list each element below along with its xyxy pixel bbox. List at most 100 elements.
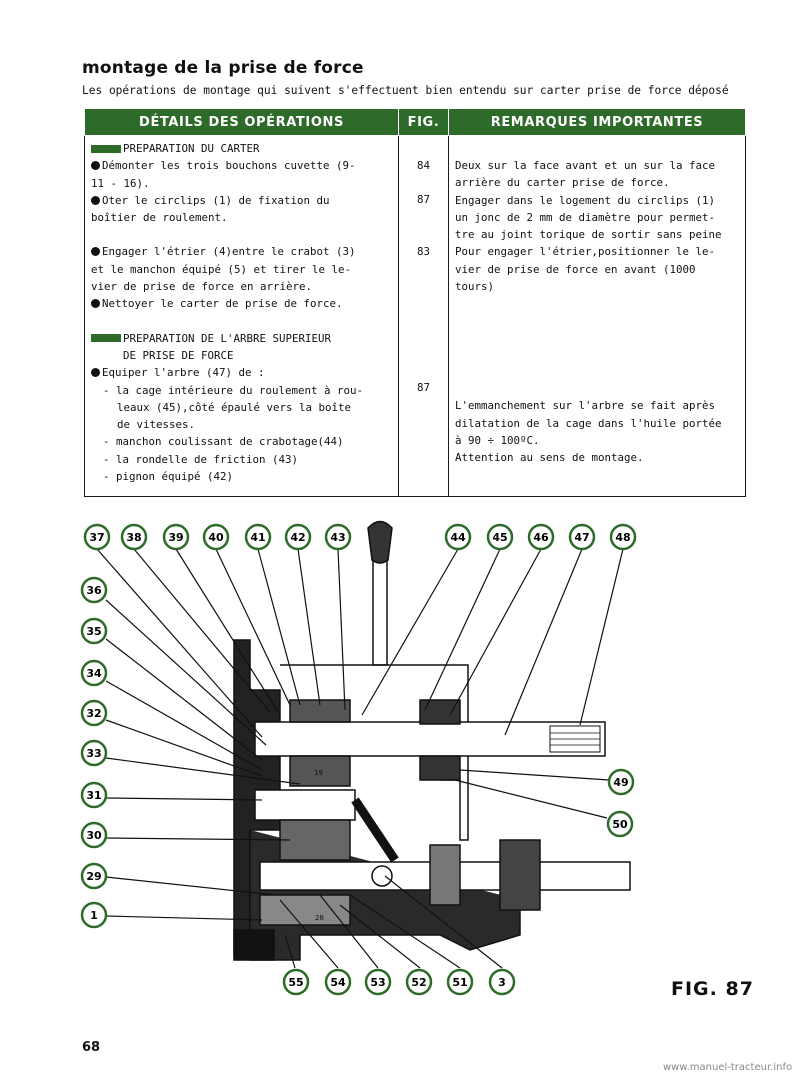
callout-32: 32: [80, 699, 108, 727]
callout-50: 50: [606, 810, 634, 838]
remark-line: vier de prise de force en avant (1000 to…: [455, 262, 696, 294]
callout-36: 36: [80, 576, 108, 604]
svg-text:38: 38: [126, 531, 141, 544]
lever-knob-icon: [367, 520, 393, 564]
bullet-icon: [91, 368, 100, 378]
lower-housing-gear: [259, 894, 351, 926]
detail-line: Nettoyer le carter de prise de force.: [102, 297, 343, 311]
detail-line: Démonter les trois bouchons cuvette (9-: [102, 159, 356, 173]
callout-33: 33: [80, 739, 108, 767]
header-remarks: REMARQUES IMPORTANTES: [448, 108, 746, 136]
callout-46: 46: [527, 523, 555, 551]
fig-cell: 84 87 83 87: [398, 135, 449, 497]
svg-text:50: 50: [612, 818, 628, 831]
detail-line: 11 - 16).: [91, 176, 150, 190]
intro-text: Les opérations de montage qui suivent s'…: [82, 84, 729, 97]
svg-text:40: 40: [208, 531, 224, 544]
remark-line: un jonc de 2 mm de diamètre pour permet-: [455, 210, 716, 224]
drain-plug: [233, 929, 275, 961]
callout-54: 54: [324, 968, 352, 996]
callout-31: 31: [80, 781, 108, 809]
callout-41: 41: [244, 523, 272, 551]
remark-line: tre au joint torique de sortir sans pein…: [455, 228, 722, 242]
detail-line: de vitesses.: [117, 418, 196, 432]
detail-line: leaux (45),côté épaulé vers la boîte: [117, 400, 352, 414]
svg-text:45: 45: [492, 531, 507, 544]
detail-line: boîtier de roulement.: [91, 211, 228, 225]
svg-text:49: 49: [613, 776, 628, 789]
part-mark-28: 28: [315, 914, 324, 922]
svg-text:47: 47: [574, 531, 589, 544]
details-cell: PREPARATION DU CARTER Démonter les trois…: [84, 135, 399, 497]
callout-52: 52: [405, 968, 433, 996]
svg-text:30: 30: [86, 829, 102, 842]
callout-42: 42: [284, 523, 312, 551]
remark-line: L'emmanchement sur l'arbre se fait après: [455, 399, 716, 413]
svg-text:52: 52: [411, 976, 426, 989]
section-heading: PREPARATION DE L'ARBRE SUPERIEUR: [91, 330, 392, 347]
page-number: 68: [82, 1040, 101, 1055]
idler-shaft: [254, 789, 356, 821]
figure-label: FIG. 87: [671, 978, 754, 1000]
bullet-icon: [91, 195, 100, 205]
svg-text:46: 46: [533, 531, 549, 544]
svg-text:37: 37: [89, 531, 104, 544]
gear-lower: [289, 755, 351, 787]
remark-line: Attention au sens de montage.: [455, 451, 644, 465]
fig-ref: 87: [416, 193, 430, 207]
detail-line: vier de prise de force en arrière.: [91, 280, 313, 294]
detail-line: et le manchon équipé (5) et tirer le le-: [91, 262, 352, 276]
svg-text:41: 41: [250, 531, 265, 544]
remark-line: à 90 ÷ 100ºC.: [455, 433, 540, 447]
svg-text:36: 36: [86, 584, 102, 597]
detail-line: - la cage intérieure du roulement à rou-: [103, 383, 364, 397]
bullet-icon: [91, 161, 100, 171]
upper-shaft: [254, 721, 606, 757]
callout-44: 44: [444, 523, 472, 551]
housing-drawing: [233, 520, 631, 961]
callout-3: 3: [488, 968, 516, 996]
upper-bearing: [419, 699, 461, 725]
callout-55: 55: [282, 968, 310, 996]
svg-text:39: 39: [168, 531, 183, 544]
lower-gear: [429, 844, 461, 906]
callout-34: 34: [80, 659, 108, 687]
page-title: montage de la prise de force: [82, 58, 364, 78]
remarks-cell: Deux sur la face avant et un sur la face…: [448, 135, 746, 497]
callout-1: 1: [80, 901, 108, 929]
callout-47: 47: [568, 523, 596, 551]
callout-29: 29: [80, 862, 108, 890]
svg-text:55: 55: [288, 976, 303, 989]
callout-48: 48: [609, 523, 637, 551]
svg-text:44: 44: [450, 531, 466, 544]
remark-line: arrière du carter prise de force.: [455, 176, 670, 190]
crabot-pin: [371, 865, 393, 887]
fig-ref: 87: [416, 380, 430, 394]
callout-45: 45: [486, 523, 514, 551]
bullet-icon: [91, 247, 100, 257]
callout-49: 49: [607, 768, 635, 796]
fig-ref: 83: [416, 244, 430, 258]
svg-text:54: 54: [330, 976, 346, 989]
idler-gear: [279, 819, 351, 861]
detail-line: Equiper l'arbre (47) de :: [102, 366, 265, 380]
header-details: DÉTAILS DES OPÉRATIONS: [84, 108, 399, 136]
callout-40: 40: [202, 523, 230, 551]
svg-text:48: 48: [615, 531, 630, 544]
svg-text:29: 29: [86, 870, 101, 883]
svg-text:34: 34: [86, 667, 102, 680]
part-mark-19: 19: [314, 769, 323, 777]
header-fig: FIG.: [398, 108, 449, 136]
gear-upper: [289, 699, 351, 723]
callout-30: 30: [80, 821, 108, 849]
fig-ref: 84: [416, 159, 430, 172]
svg-text:33: 33: [86, 747, 101, 760]
remark-line: Pour engager l'étrier,positionner le le-: [455, 245, 716, 259]
callout-43: 43: [324, 523, 352, 551]
section-heading: PREPARATION DU CARTER: [91, 140, 392, 157]
lower-bearing: [499, 839, 541, 911]
callout-51: 51: [446, 968, 474, 996]
section-bar-icon: [91, 334, 121, 343]
table-header-row: DÉTAILS DES OPÉRATIONS FIG. REMARQUES IM…: [84, 108, 746, 136]
website-watermark: www.manuel-tracteur.info: [663, 1062, 793, 1073]
